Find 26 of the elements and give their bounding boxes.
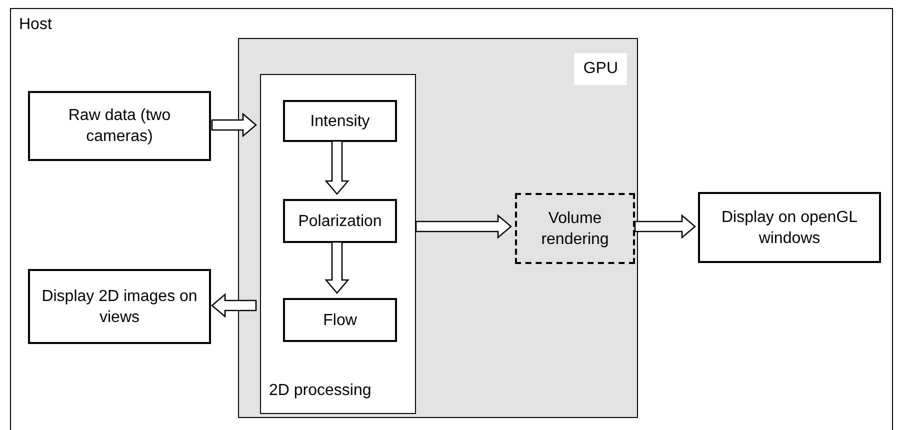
gpu-panel xyxy=(238,38,638,418)
block-arrow xyxy=(211,112,257,138)
block-arrow xyxy=(634,214,696,239)
process-box xyxy=(28,91,211,161)
process-box xyxy=(283,199,397,243)
dashed-process-box xyxy=(515,193,635,264)
block-arrow xyxy=(211,293,257,318)
box-label: Flow xyxy=(322,310,358,330)
panel-label: 2D processing xyxy=(269,381,372,401)
host-frame xyxy=(10,8,893,430)
process-box xyxy=(698,192,881,263)
block-arrow xyxy=(324,140,350,195)
block-arrow xyxy=(324,241,350,294)
process-box xyxy=(28,269,211,344)
gpu-label: GPU xyxy=(574,53,627,85)
box-label: Polarization xyxy=(297,212,383,232)
processing-panel xyxy=(260,74,416,414)
box-label: Display 2D images on views xyxy=(40,286,198,328)
process-box xyxy=(283,298,397,342)
host-label: Host xyxy=(19,15,52,35)
box-label: Volume rendering xyxy=(540,208,610,250)
box-label: Display on openGL windows xyxy=(720,208,859,248)
box-label: Raw data (two cameras) xyxy=(67,106,172,147)
process-box xyxy=(283,100,397,142)
box-label: Intensity xyxy=(309,112,371,132)
block-arrow xyxy=(415,214,512,239)
